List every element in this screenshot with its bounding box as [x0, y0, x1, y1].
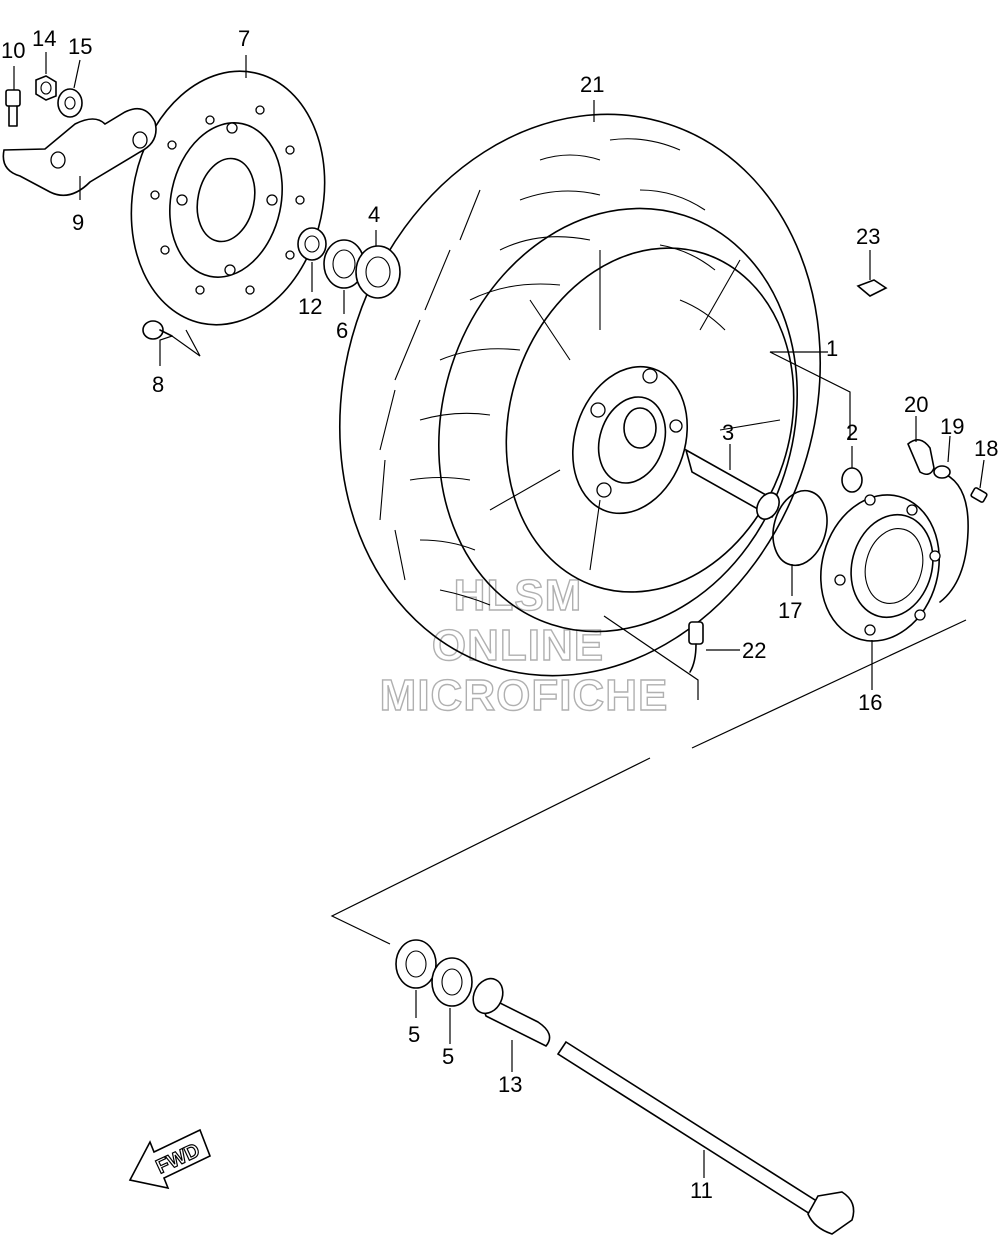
part-spacer-12[interactable]	[297, 227, 327, 261]
callout-20: 20	[904, 392, 928, 417]
watermark: HLSM ONLINE MICROFICHE	[379, 570, 669, 720]
callout-8: 8	[152, 372, 164, 397]
part-lock-plate-20[interactable]	[907, 439, 935, 476]
callout-17: 17	[778, 598, 802, 623]
callout-13: 13	[498, 1072, 522, 1097]
callout-11: 11	[690, 1178, 713, 1203]
part-washer-15[interactable]	[57, 88, 83, 118]
part-collar-2[interactable]	[841, 467, 863, 493]
part-spacer-13[interactable]	[468, 974, 551, 1047]
callout-19: 19	[940, 414, 964, 439]
callout-3: 3	[722, 420, 734, 445]
part-screw-18[interactable]	[970, 487, 988, 503]
tire[interactable]	[268, 51, 891, 738]
callout-7: 7	[238, 26, 250, 51]
part-bearing-5a[interactable]	[395, 939, 437, 989]
brake-disc[interactable]	[108, 53, 347, 343]
callout-9: 9	[72, 210, 84, 235]
part-clip-23[interactable]	[856, 279, 888, 297]
part-nut-14[interactable]	[35, 75, 57, 101]
callout-6: 6	[336, 318, 348, 343]
callout-22: 22	[742, 638, 766, 663]
callout-18: 18	[974, 436, 998, 461]
callout-1: 1	[826, 336, 838, 361]
watermark-line-2: ONLINE	[432, 621, 604, 670]
part-valve-22[interactable]	[688, 621, 704, 673]
part-seal-6[interactable]	[323, 239, 365, 289]
watermark-line-1: HLSM	[454, 571, 583, 620]
callout-5a: 5	[408, 1022, 420, 1047]
part-circlip-19[interactable]	[933, 465, 969, 603]
callout-2: 2	[846, 420, 858, 445]
leader-lines	[13, 52, 985, 1178]
part-bearing-4[interactable]	[355, 245, 401, 299]
callout-15: 15	[68, 34, 92, 59]
part-oring-17[interactable]	[765, 485, 835, 572]
part-bearing-5b[interactable]	[431, 957, 473, 1007]
part-bolt-8[interactable]	[142, 320, 173, 340]
watermark-line-3: MICROFICHE	[380, 671, 669, 720]
callout-12: 12	[298, 294, 322, 319]
callout-5b: 5	[442, 1044, 454, 1069]
part-spacer-3[interactable]	[684, 448, 784, 523]
callout-labels: 10 14 15 7 21 9 4 12 6 8 23 1 2 3 20 19 …	[1, 26, 998, 1203]
fwd-arrow-icon: FWD	[128, 1128, 212, 1190]
callout-23: 23	[856, 224, 880, 249]
callout-21: 21	[580, 72, 604, 97]
part-hub-carrier-16[interactable]	[805, 482, 955, 655]
part-axle-11[interactable]	[556, 1040, 855, 1235]
part-caliper-bracket-9[interactable]	[2, 107, 157, 197]
callout-14: 14	[32, 26, 56, 51]
callout-4: 4	[368, 202, 380, 227]
callout-16: 16	[858, 690, 882, 715]
part-bolt-10[interactable]	[5, 89, 21, 127]
callout-10: 10	[1, 38, 25, 63]
